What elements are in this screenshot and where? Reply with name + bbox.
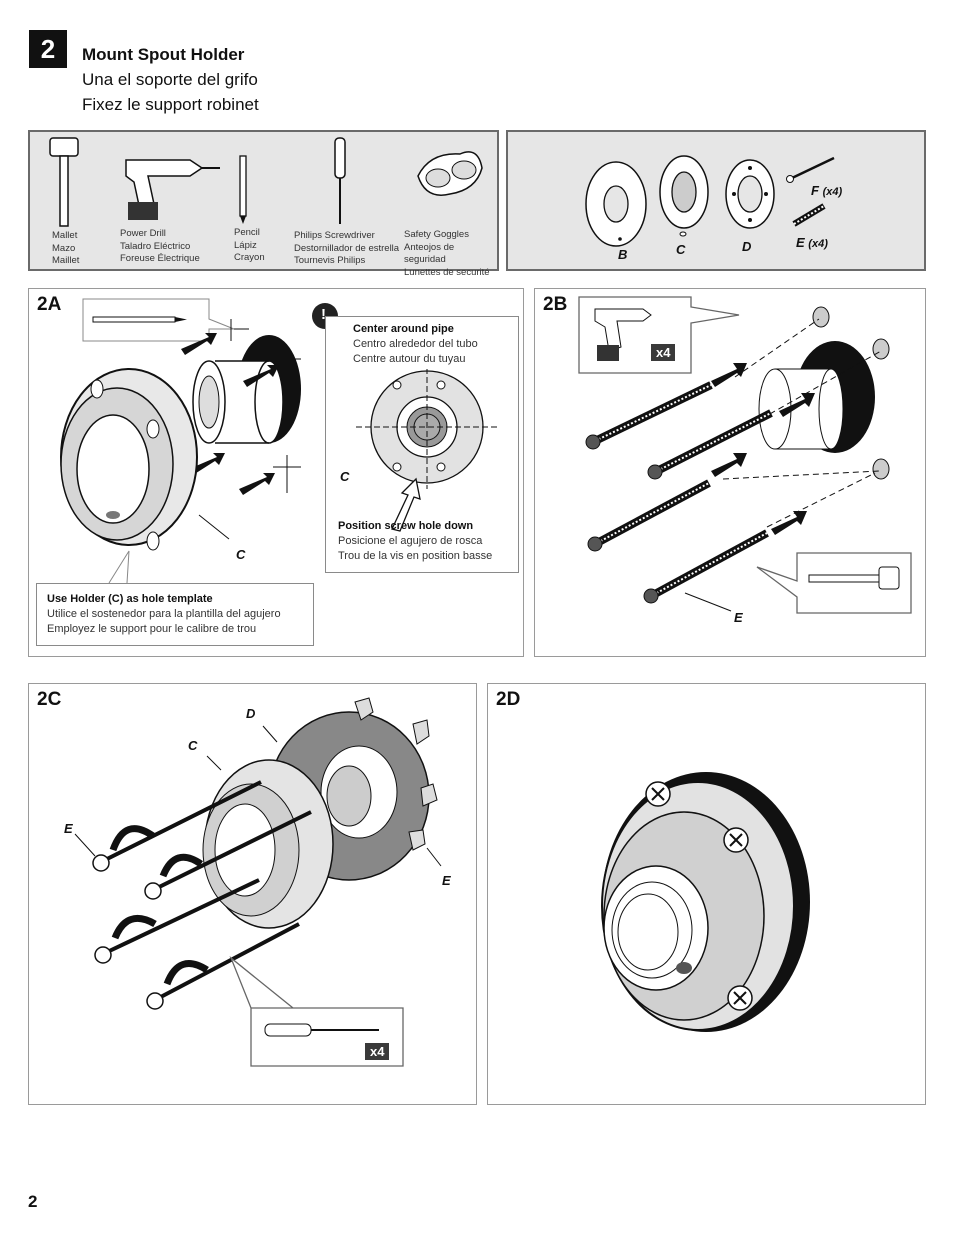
anchor-ends [354, 697, 438, 851]
part-label-c-2a: C [236, 547, 246, 562]
wall-pipe [758, 341, 875, 453]
screw-heads [92, 854, 164, 1010]
section-2b: 2B [534, 288, 926, 657]
holder-c-2c [202, 759, 334, 929]
page-number: 2 [28, 1192, 38, 1211]
section-2c-illustration [74, 697, 442, 1067]
screws-e [100, 780, 312, 1002]
screw-f-icon [786, 156, 835, 183]
part-label-f: F (x4) [811, 183, 843, 198]
escutcheon-ring-b [585, 161, 647, 247]
goggles-icon [417, 151, 483, 196]
center-diagram [356, 369, 498, 489]
part-label-c: C [676, 242, 686, 257]
section-2a-illustration [60, 298, 338, 584]
screwdriver-icon [334, 137, 346, 224]
section-2b-illustration [578, 296, 912, 614]
screwdriver-callout [229, 955, 404, 1067]
anchor-arrows [711, 363, 815, 535]
direction-arrows [181, 333, 279, 495]
mallet-callout [756, 552, 912, 614]
rotation-arrows [109, 825, 209, 986]
anchors-e [593, 381, 773, 599]
inset-label-c: C [340, 469, 350, 484]
parts-illustrations [585, 155, 835, 247]
power-drill-icon [125, 159, 220, 220]
mallet-icon [49, 137, 79, 227]
warning-icon: ! [321, 306, 326, 323]
parts-panel: B C D F (x4) E (x4) [506, 130, 926, 271]
drill-callout [578, 296, 740, 374]
section-2a-label: 2A [37, 294, 62, 315]
pencil-icon [239, 155, 247, 224]
section-2d-label: 2D [496, 689, 521, 710]
pipe-illustration [192, 335, 301, 444]
section-2c: 2C [28, 683, 477, 1105]
part-label-e-2b: E [734, 610, 743, 625]
step-title-en: Mount Spout Holder [82, 45, 245, 64]
mark-crosshairs [230, 319, 301, 493]
alignment-lines [722, 318, 882, 528]
anchor-heads [585, 434, 663, 604]
tools-illustrations [49, 137, 483, 227]
anchor-threads [594, 384, 772, 596]
quantity-badge-2c: x4 [365, 1043, 390, 1060]
spout-holder-c [659, 155, 709, 237]
part-label-e: E (x4) [796, 235, 828, 250]
drill-holes [812, 306, 890, 480]
gasket-d [725, 159, 775, 229]
label-leaders [74, 725, 442, 867]
part-label-e-right-2c: E [442, 873, 451, 888]
position-arrow [391, 477, 421, 532]
pencil-callout [82, 298, 235, 342]
holder-c-illustration [60, 368, 230, 551]
step-title-es: Una el soporte del grifo [82, 70, 258, 89]
section-2a: 2A [28, 288, 524, 657]
part-label-d: D [742, 239, 752, 254]
part-label-e-left-2c: E [64, 821, 73, 836]
mounted-holder [601, 772, 810, 1032]
section-2c-label: 2C [37, 689, 62, 710]
section-2d: 2D [487, 683, 926, 1105]
step-title-fr: Fixez le support robinet [82, 95, 259, 114]
section-2d-illustration [601, 772, 810, 1032]
anchor-e-icon [792, 203, 826, 227]
step-number: 2 [29, 30, 67, 68]
part-label-d-2c: D [246, 706, 256, 721]
screw-crosses [651, 787, 747, 1005]
part-label-b: B [618, 247, 628, 262]
quantity-badge-2b: x4 [651, 344, 676, 361]
section-2b-label: 2B [543, 294, 568, 315]
part-label-c-2c: C [188, 738, 198, 753]
